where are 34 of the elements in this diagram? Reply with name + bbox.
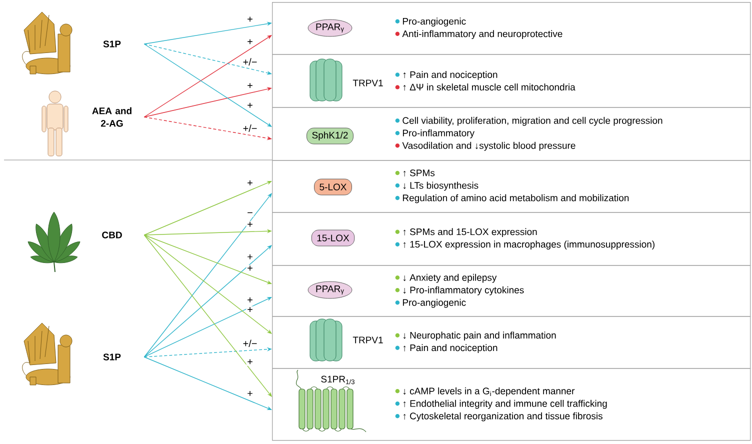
source-label: S1P [103, 354, 121, 360]
arrow [144, 35, 272, 118]
edge-label: + [246, 390, 254, 398]
edge-label: + [246, 221, 254, 228]
edge-label: + [246, 180, 254, 187]
source-label: S1P [103, 40, 121, 48]
edge-label: + [246, 16, 254, 24]
oval-label: PPAR$_{γ}$ [308, 19, 352, 37]
arrow [144, 44, 272, 127]
protein-name: TRPV1 [352, 336, 383, 344]
pill-label: 15-LOX [311, 230, 355, 246]
arrow [144, 234, 272, 397]
edge-label: +/− [242, 338, 258, 348]
source-label: CBD [102, 232, 122, 238]
edge-label: + [246, 38, 254, 46]
pill-label: 5-LOX [314, 178, 352, 196]
edge-label: − [246, 212, 254, 217]
oval-label: PPAR$_{γ}$ [308, 281, 352, 299]
arrow [144, 193, 272, 358]
protein-name: TRPV1 [352, 80, 383, 86]
protein-name: S1PR$_{1/3}$ [321, 376, 354, 384]
edge-label: + [246, 296, 254, 304]
edge-label: +/− [242, 57, 258, 66]
pill-label: SphK1/2 [306, 128, 354, 144]
edge-label: + [246, 358, 254, 366]
arrow [144, 245, 272, 358]
edge-label: + [246, 254, 254, 261]
edge-label: + [246, 82, 254, 90]
source-label: AEA and 2-AG [92, 107, 132, 127]
edge-label: + [246, 306, 254, 314]
edge-label: + [246, 102, 254, 110]
arrow [144, 234, 272, 334]
edge-label: + [246, 264, 254, 272]
edge-label: +/− [242, 124, 258, 133]
